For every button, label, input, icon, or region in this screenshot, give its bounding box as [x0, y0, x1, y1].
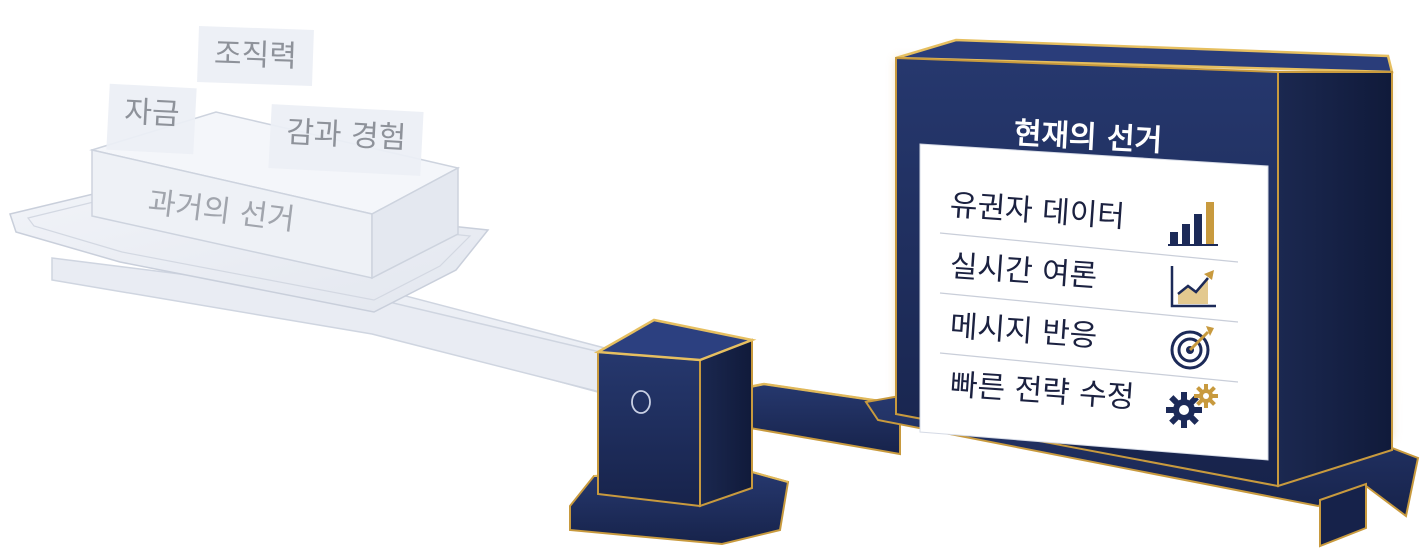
past-label-experience: 감과 경험	[268, 104, 424, 176]
panel-divider	[939, 232, 1239, 263]
target-icon	[1170, 326, 1214, 370]
panel-divider	[939, 292, 1239, 323]
present-panel	[919, 143, 1269, 461]
present-box-top	[895, 38, 1394, 74]
gears-icon	[1166, 384, 1218, 428]
growth-chart-icon	[1170, 266, 1216, 308]
past-label-funds: 자금	[106, 83, 197, 155]
present-election-group	[864, 38, 1420, 548]
fulcrum	[569, 318, 790, 546]
panel-divider	[939, 352, 1239, 383]
fulcrum-side	[699, 338, 753, 508]
fulcrum-front	[597, 350, 701, 508]
present-election-title: 현재의 선거	[1013, 116, 1164, 159]
past-election-group	[9, 111, 621, 399]
fulcrum-pivot-circle	[631, 390, 651, 414]
ghost-block-side	[371, 166, 459, 280]
fulcrum-top	[593, 318, 757, 362]
bar-chart-icon	[1168, 202, 1218, 246]
present-box-side	[1277, 71, 1393, 488]
past-label-organization: 조직력	[197, 26, 314, 86]
